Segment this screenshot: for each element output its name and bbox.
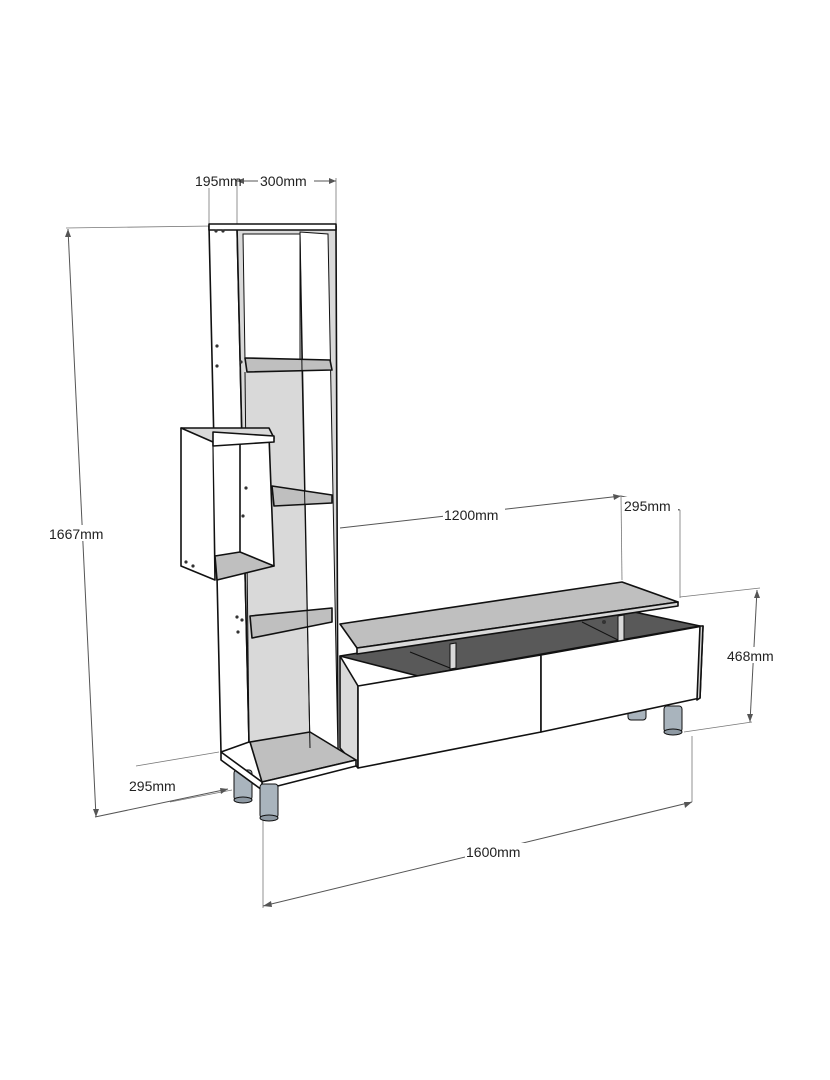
dim-label-bookcase-side-depth: 195mm — [195, 173, 242, 189]
tv-unit-drawer-left — [357, 654, 542, 769]
bookcase-shelf-3 — [249, 607, 333, 639]
dim-label-total-height: 1667mm — [49, 526, 103, 542]
dim-label-top-depth: 295mm — [624, 498, 671, 514]
bookcase-opening-top — [242, 233, 301, 361]
dimension-labels: 195mm 300mm 1667mm 1200mm 295mm 468mm 29… — [48, 172, 782, 860]
bookcase-leg-front — [259, 783, 279, 819]
tv-unit-leg-front-right — [663, 705, 683, 733]
bookcase-shelf-1 — [244, 357, 333, 373]
tv-unit — [339, 581, 704, 769]
dim-label-top-width: 1200mm — [444, 507, 498, 523]
dim-label-bookcase-depth: 295mm — [129, 778, 176, 794]
side-cube-box — [180, 427, 275, 581]
dimension-lines — [65, 178, 761, 908]
bookcase-shelf-2 — [271, 485, 333, 507]
dim-label-total-width: 1600mm — [466, 844, 520, 860]
dim-label-tv-unit-height: 468mm — [727, 648, 774, 664]
dim-label-bookcase-width: 300mm — [260, 173, 307, 189]
bookcase — [208, 223, 357, 822]
